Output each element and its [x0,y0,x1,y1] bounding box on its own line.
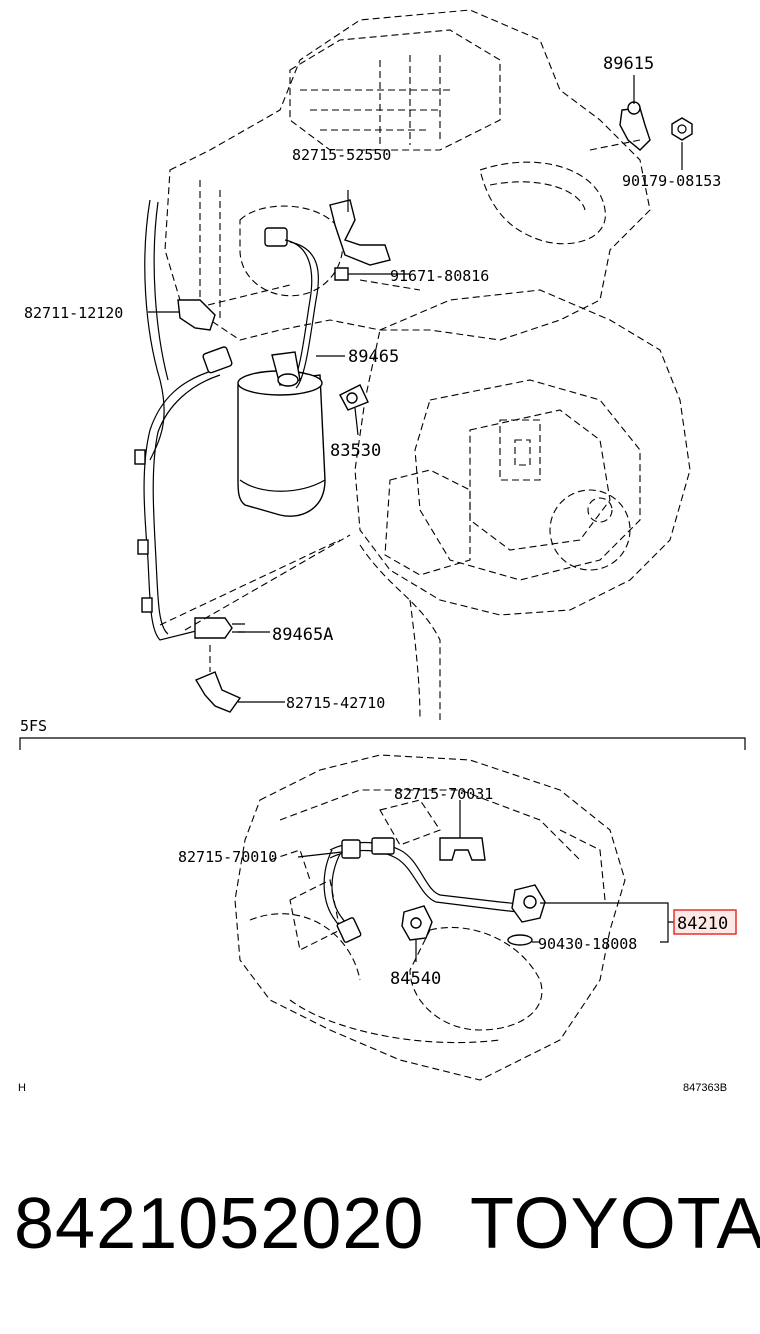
upper-leader-lines [148,75,683,703]
callout-90430-18008: 90430-18008 [538,935,637,953]
section-label: 5FS [20,717,47,735]
callout-90179-08153: 90179-08153 [622,172,721,190]
parts-diagram: 89615 90179-08153 82715-52550 91671-8081… [18,9,746,1094]
callout-89615: 89615 [603,54,654,74]
callout-82715-52550: 82715-52550 [292,146,391,164]
callout-84210: 84210 [677,914,728,934]
engine-assembly-drawing [134,9,693,721]
section-bracket [19,737,746,750]
highlight-box-84210 [673,909,737,935]
callout-82711-12120: 82711-12120 [24,304,123,322]
brand-name: TOYOTA [470,1184,760,1264]
callout-84540: 84540 [390,969,441,989]
transaxle-5fs-drawing [234,754,626,1081]
callout-82715-42710: 82715-42710 [286,694,385,712]
callout-89465: 89465 [348,347,399,367]
part-number: 8421052020 [14,1184,425,1264]
callout-82715-70031: 82715-70031 [394,785,493,803]
figure-id: 847363B [683,1082,727,1094]
callout-83530: 83530 [330,441,381,461]
callout-91671-80816: 91671-80816 [390,267,489,285]
callout-89465A: 89465A [272,625,333,645]
callout-82715-70010: 82715-70010 [178,848,277,866]
corner-mark: H [18,1082,26,1094]
